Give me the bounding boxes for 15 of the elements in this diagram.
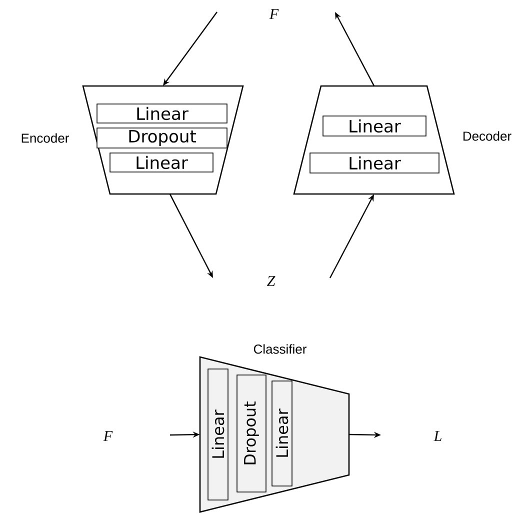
block-label: Encoder <box>22 133 69 143</box>
layer-box: Linear <box>310 152 440 174</box>
block-label: Classifier <box>254 344 306 354</box>
layer-box: Linear <box>208 368 228 500</box>
variable-label: F <box>103 431 113 441</box>
layer-box: Linear <box>272 380 292 486</box>
variable-label: Z <box>267 276 276 286</box>
layer-box: Dropout <box>96 128 228 148</box>
block-label: Decoder <box>464 131 512 141</box>
layer-box: Linear <box>110 152 214 172</box>
variable-label: L <box>434 431 442 441</box>
layer-box: Linear <box>322 116 426 136</box>
variable-label: F <box>269 9 279 19</box>
layer-box: Dropout <box>236 374 266 492</box>
layer-box: Linear <box>96 104 228 124</box>
